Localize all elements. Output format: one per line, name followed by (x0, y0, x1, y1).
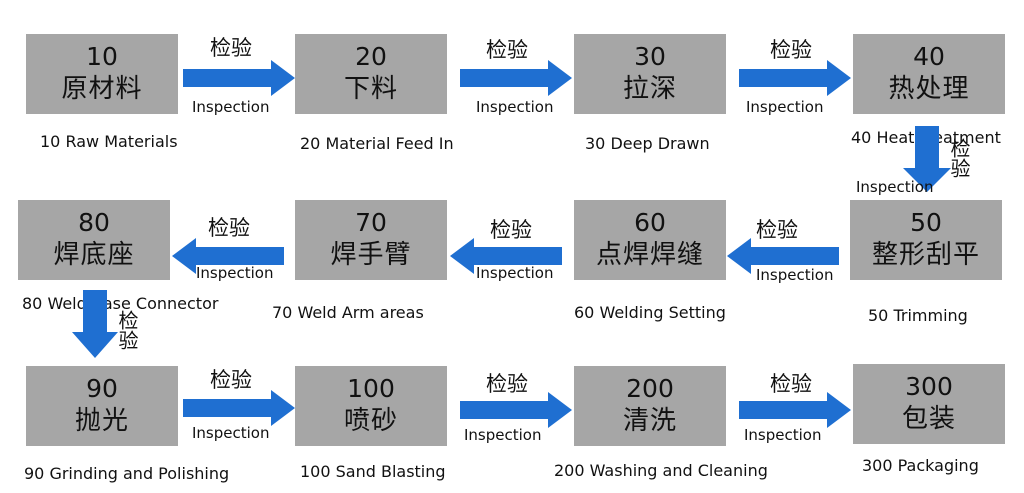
step-box-30: 30 拉深 (574, 34, 726, 114)
step-name-cn: 点焊焊缝 (595, 240, 704, 270)
step-number: 70 (355, 208, 387, 237)
inspection-cn-label: 检验 (210, 368, 252, 392)
step-number: 20 (355, 42, 387, 71)
step-number: 60 (634, 208, 666, 237)
inspection-en-label: Inspection (192, 424, 270, 442)
arrow-right-icon (739, 392, 851, 428)
arrow-left-icon (727, 238, 839, 274)
inspection-cn-label: 检验 (490, 218, 532, 242)
step-label-20: 20 Material Feed In (300, 134, 454, 153)
arrow-left-icon (450, 238, 562, 274)
step-name-cn: 下料 (343, 74, 398, 104)
step-box-50: 50 整形刮平 (850, 200, 1002, 280)
step-number: 30 (634, 42, 666, 71)
step-number: 100 (347, 374, 395, 403)
step-box-80: 80 焊底座 (18, 200, 170, 280)
inspection-en-label: Inspection (476, 264, 554, 282)
step-label-80: 80 Weld Base Connector (22, 294, 219, 313)
arrow-right-icon (460, 60, 572, 96)
step-box-300: 300 包装 (853, 364, 1005, 444)
step-label-10: 10 Raw Materials (40, 132, 178, 151)
step-label-100: 100 Sand Blasting (300, 462, 446, 481)
arrow-right-icon (460, 392, 572, 428)
step-name-cn: 包装 (901, 404, 956, 434)
inspection-en-label: Inspection (756, 266, 834, 284)
step-name-cn: 原材料 (61, 74, 143, 104)
inspection-en-label: Inspection (192, 98, 270, 116)
inspection-en-label: Inspection (746, 98, 824, 116)
inspection-cn-label: 检验 (210, 36, 252, 60)
inspection-cn-label: 检验 (486, 372, 528, 396)
step-name-cn: 拉深 (622, 74, 677, 104)
arrow-right-icon (183, 390, 295, 426)
inspection-cn-label: 检验 (486, 38, 528, 62)
step-box-60: 60 点焊焊缝 (574, 200, 726, 280)
step-name-cn: 热处理 (888, 74, 970, 104)
step-label-200: 200 Washing and Cleaning (554, 461, 768, 480)
step-number: 50 (910, 208, 942, 237)
step-label-60: 60 Welding Setting (574, 303, 726, 322)
inspection-cn-label: 检验 (770, 372, 812, 396)
step-box-70: 70 焊手臂 (295, 200, 447, 280)
step-label-70: 70 Weld Arm areas (272, 303, 424, 322)
step-number: 200 (626, 374, 674, 403)
inspection-cn-label: 检验 (208, 216, 250, 240)
step-name-cn: 整形刮平 (871, 240, 980, 270)
inspection-en-label: Inspection (196, 264, 274, 282)
inspection-cn-label: 检验 (756, 218, 798, 242)
step-name-cn: 清洗 (622, 406, 677, 436)
step-name-cn: 焊手臂 (330, 240, 412, 270)
step-box-100: 100 喷砂 (295, 366, 447, 446)
step-box-20: 20 下料 (295, 34, 447, 114)
inspection-cn-label: 检验 (115, 310, 139, 350)
step-number: 90 (86, 374, 118, 403)
step-name-cn: 抛光 (74, 406, 129, 436)
step-number: 40 (913, 42, 945, 71)
arrow-down-icon (72, 290, 118, 358)
inspection-en-label: Inspection (744, 426, 822, 444)
inspection-cn-label: 检验 (770, 38, 812, 62)
step-name-cn: 焊底座 (53, 240, 135, 270)
inspection-en-label: Inspection (856, 178, 934, 196)
step-name-cn: 喷砂 (343, 406, 398, 436)
step-label-300: 300 Packaging (862, 456, 979, 475)
step-label-90: 90 Grinding and Polishing (24, 464, 230, 483)
step-box-200: 200 清洗 (574, 366, 726, 446)
inspection-cn-label: 检验 (947, 138, 971, 178)
step-label-30: 30 Deep Drawn (585, 134, 710, 153)
arrow-right-icon (183, 60, 295, 96)
arrow-left-icon (172, 238, 284, 274)
arrow-down-icon (903, 126, 951, 192)
inspection-en-label: Inspection (476, 98, 554, 116)
step-number: 10 (86, 42, 118, 71)
inspection-en-label: Inspection (464, 426, 542, 444)
step-number: 300 (905, 372, 953, 401)
step-label-50: 50 Trimming (868, 306, 968, 325)
step-box-10: 10 原材料 (26, 34, 178, 114)
arrow-right-icon (739, 60, 851, 96)
step-box-40: 40 热处理 (853, 34, 1005, 114)
step-box-90: 90 抛光 (26, 366, 178, 446)
step-number: 80 (78, 208, 110, 237)
